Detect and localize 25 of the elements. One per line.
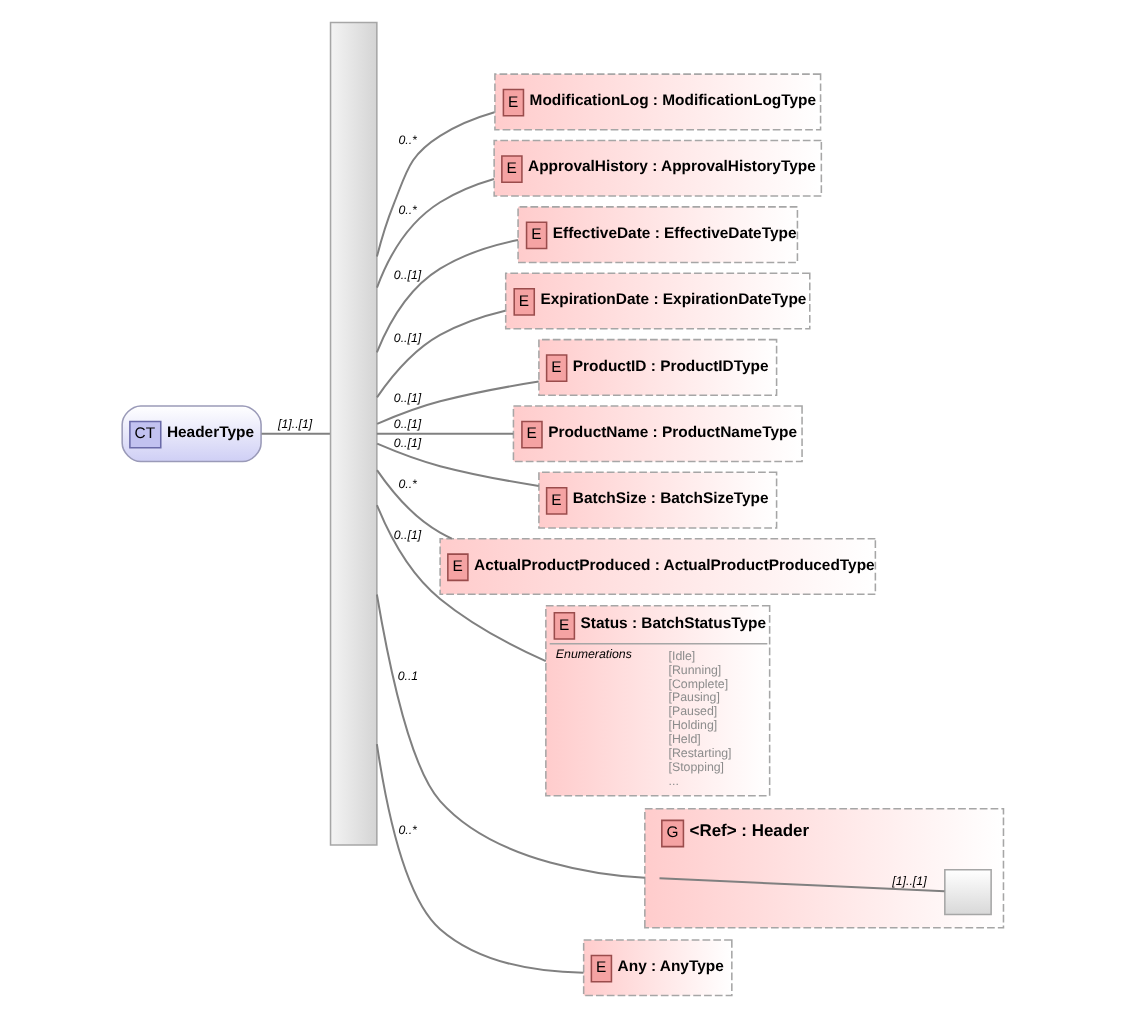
connector [374, 239, 518, 353]
node-box [943, 869, 991, 916]
connector [375, 178, 494, 289]
connector [374, 594, 644, 879]
connector [375, 469, 452, 540]
node-box: E ExpirationDate : ExpirationDateType [503, 272, 810, 330]
connector [375, 504, 546, 663]
connector [658, 877, 944, 893]
node-box: E BatchSize : BatchSizeType [537, 471, 777, 529]
connector [375, 442, 538, 487]
node-bar [328, 21, 377, 846]
node-box: E ActualProductProduced : ActualProductProducedType [438, 537, 876, 596]
connector [375, 111, 494, 257]
connector [374, 743, 583, 974]
connector [375, 309, 505, 398]
node-box: E ModificationLog : ModificationLogType [493, 73, 821, 131]
connector [375, 432, 513, 435]
connector [375, 380, 538, 425]
node-box: E Any : AnyType [581, 939, 732, 997]
node-box: CT HeaderType [120, 405, 261, 463]
node-box: E ProductName : ProductNameType [511, 405, 802, 463]
connector [260, 432, 329, 435]
node-box: E ProductID : ProductIDType [537, 338, 777, 396]
node-box: E ApprovalHistory : ApprovalHistoryType [492, 139, 822, 197]
node-box: E EffectiveDate : EffectiveDateType [516, 206, 798, 264]
